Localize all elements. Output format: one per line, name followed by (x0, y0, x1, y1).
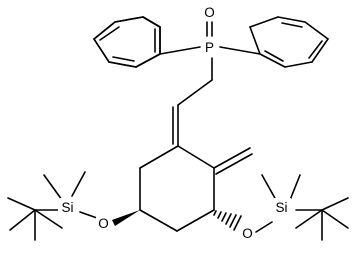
label-layer: O P Si O O Si (58, 2, 291, 242)
phenyl-ring-right (249, 16, 329, 68)
bond-o-si-right (255, 221, 273, 233)
bond-methylene-double (213, 147, 253, 175)
bond-layer (7, 16, 349, 241)
bond-p-phenyl-left (159, 46, 201, 55)
tbs-group-left (7, 171, 86, 241)
atom-label-oxygen-top: O (204, 5, 215, 20)
bond-exocyclic-double (172, 104, 179, 147)
atom-label-silicon-left: Si (61, 200, 73, 215)
phenyl-ring-left (93, 16, 161, 68)
bond-p-o-double (206, 21, 213, 37)
wedge-c-o-left (112, 210, 140, 226)
hash-c-o-right (213, 210, 242, 231)
bond-o-si-left (79, 211, 98, 219)
bond-ch2-ch (177, 79, 213, 106)
atom-label-oxygen-right: O (242, 226, 253, 241)
atom-label-phosphorus: P (205, 40, 214, 55)
bond-p-phenyl-right (219, 46, 261, 55)
cyclohexane-ring (139, 145, 215, 232)
atom-label-oxygen-left: O (98, 216, 109, 231)
atom-label-silicon-right: Si (275, 200, 287, 215)
tbs-group-right (261, 174, 349, 241)
